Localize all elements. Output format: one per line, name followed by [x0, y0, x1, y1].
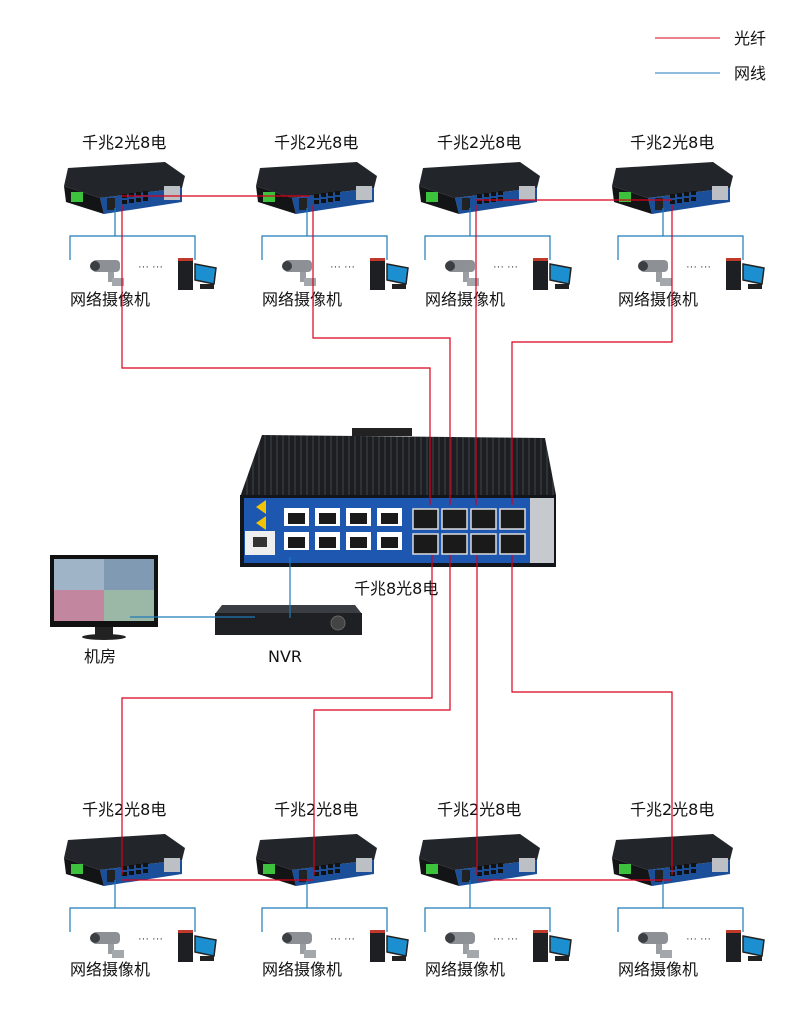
edge-switch-label: 千兆2光8电	[274, 800, 358, 819]
ellipsis: ··· ···	[686, 261, 711, 273]
edge-switch-label: 千兆2光8电	[630, 133, 714, 152]
camera-icon	[90, 932, 124, 958]
ethernet-link	[69, 208, 196, 260]
camera-icon	[638, 260, 672, 286]
camera-icon	[282, 932, 316, 958]
camera-icon	[445, 260, 479, 286]
edge-node: 千兆2光8电 ··· ··· 网络摄像机	[419, 133, 572, 309]
edge-node: 千兆2光8电··· ···网络摄像机	[612, 800, 765, 979]
computer-icon	[369, 257, 409, 291]
ethernet-link	[69, 880, 196, 932]
edge-switch	[419, 834, 540, 886]
camera-icon	[445, 932, 479, 958]
warning-icon	[256, 516, 266, 530]
computer-icon	[532, 257, 572, 291]
ellipsis: ··· ···	[138, 933, 163, 945]
camera-label: 网络摄像机	[618, 290, 698, 309]
fiber-link	[121, 205, 431, 505]
camera-label: 网络摄像机	[425, 290, 505, 309]
ellipsis: ··· ···	[330, 261, 355, 273]
edge-node: 千兆2光8电 ··· ··· 网络摄像机	[419, 800, 572, 979]
legend-ethernet-label: 网线	[734, 64, 766, 83]
camera-label: 网络摄像机	[70, 960, 150, 979]
fiber-link	[511, 555, 673, 875]
edge-switch-label: 千兆2光8电	[82, 800, 166, 819]
core-switch	[240, 428, 556, 567]
ellipsis: ··· ···	[493, 261, 518, 273]
ellipsis: ··· ···	[330, 933, 355, 945]
edge-switch	[64, 834, 185, 886]
sfp-port	[499, 533, 526, 555]
monitor-icon	[50, 555, 158, 640]
sfp-port	[412, 533, 439, 555]
core-switch-label: 千兆8光8电	[354, 579, 438, 598]
edge-switch	[419, 162, 540, 214]
camera-icon	[282, 260, 316, 286]
computer-icon	[177, 257, 217, 291]
edge-switch-label: 千兆2光8电	[274, 133, 358, 152]
camera-icon	[638, 932, 672, 958]
computer-icon	[177, 929, 217, 963]
ellipsis: ··· ···	[493, 933, 518, 945]
sfp-port	[441, 533, 468, 555]
ethernet-link	[261, 208, 388, 260]
fiber-link	[121, 555, 433, 875]
computer-icon	[725, 929, 765, 963]
edge-switch	[256, 834, 377, 886]
fiber-link	[511, 205, 673, 505]
camera-label: 网络摄像机	[262, 960, 342, 979]
computer-icon	[725, 257, 765, 291]
sfp-port	[412, 508, 439, 530]
computer-icon	[532, 929, 572, 963]
edge-switch	[64, 162, 185, 214]
camera-icon	[90, 260, 124, 286]
edge-node: 千兆2光8电 ··· ··· 网络摄像机	[64, 800, 217, 979]
sfp-port	[470, 508, 497, 530]
fiber-link	[312, 205, 451, 505]
camera-label: 网络摄像机	[425, 960, 505, 979]
ethernet-link	[617, 208, 744, 260]
nvr-device	[215, 605, 362, 635]
warning-icon	[256, 500, 266, 514]
ellipsis: ··· ···	[138, 261, 163, 273]
edge-node: 千兆2光8电 ··· ··· 网络摄像机	[256, 800, 409, 979]
ellipsis: ··· ···	[686, 933, 711, 945]
legend-fiber-label: 光纤	[734, 29, 766, 48]
ethernet-link	[424, 880, 551, 932]
ethernet-link	[261, 880, 388, 932]
edge-switch	[256, 162, 377, 214]
edge-node: 千兆2光8电 ··· ··· 网络摄像机	[256, 133, 409, 309]
camera-label: 网络摄像机	[262, 290, 342, 309]
sfp-port	[441, 508, 468, 530]
edge-switch-label: 千兆2光8电	[82, 133, 166, 152]
edge-node: 千兆2光8电 ··· ··· 网络摄像机	[64, 133, 217, 309]
ethernet-link	[617, 880, 744, 932]
sfp-port	[499, 508, 526, 530]
control-room-label: 机房	[84, 647, 116, 666]
edge-switch-label: 千兆2光8电	[437, 800, 521, 819]
edge-switch-label: 千兆2光8电	[437, 133, 521, 152]
ethernet-link	[424, 208, 551, 260]
edge-node: 千兆2光8电 ··· ··· 网络摄像机	[612, 133, 765, 309]
sfp-port	[470, 533, 497, 555]
computer-icon	[369, 929, 409, 963]
camera-label: 网络摄像机	[70, 290, 150, 309]
nvr-label: NVR	[268, 647, 302, 666]
camera-label: 网络摄像机	[618, 960, 698, 979]
fiber-link	[313, 555, 451, 875]
